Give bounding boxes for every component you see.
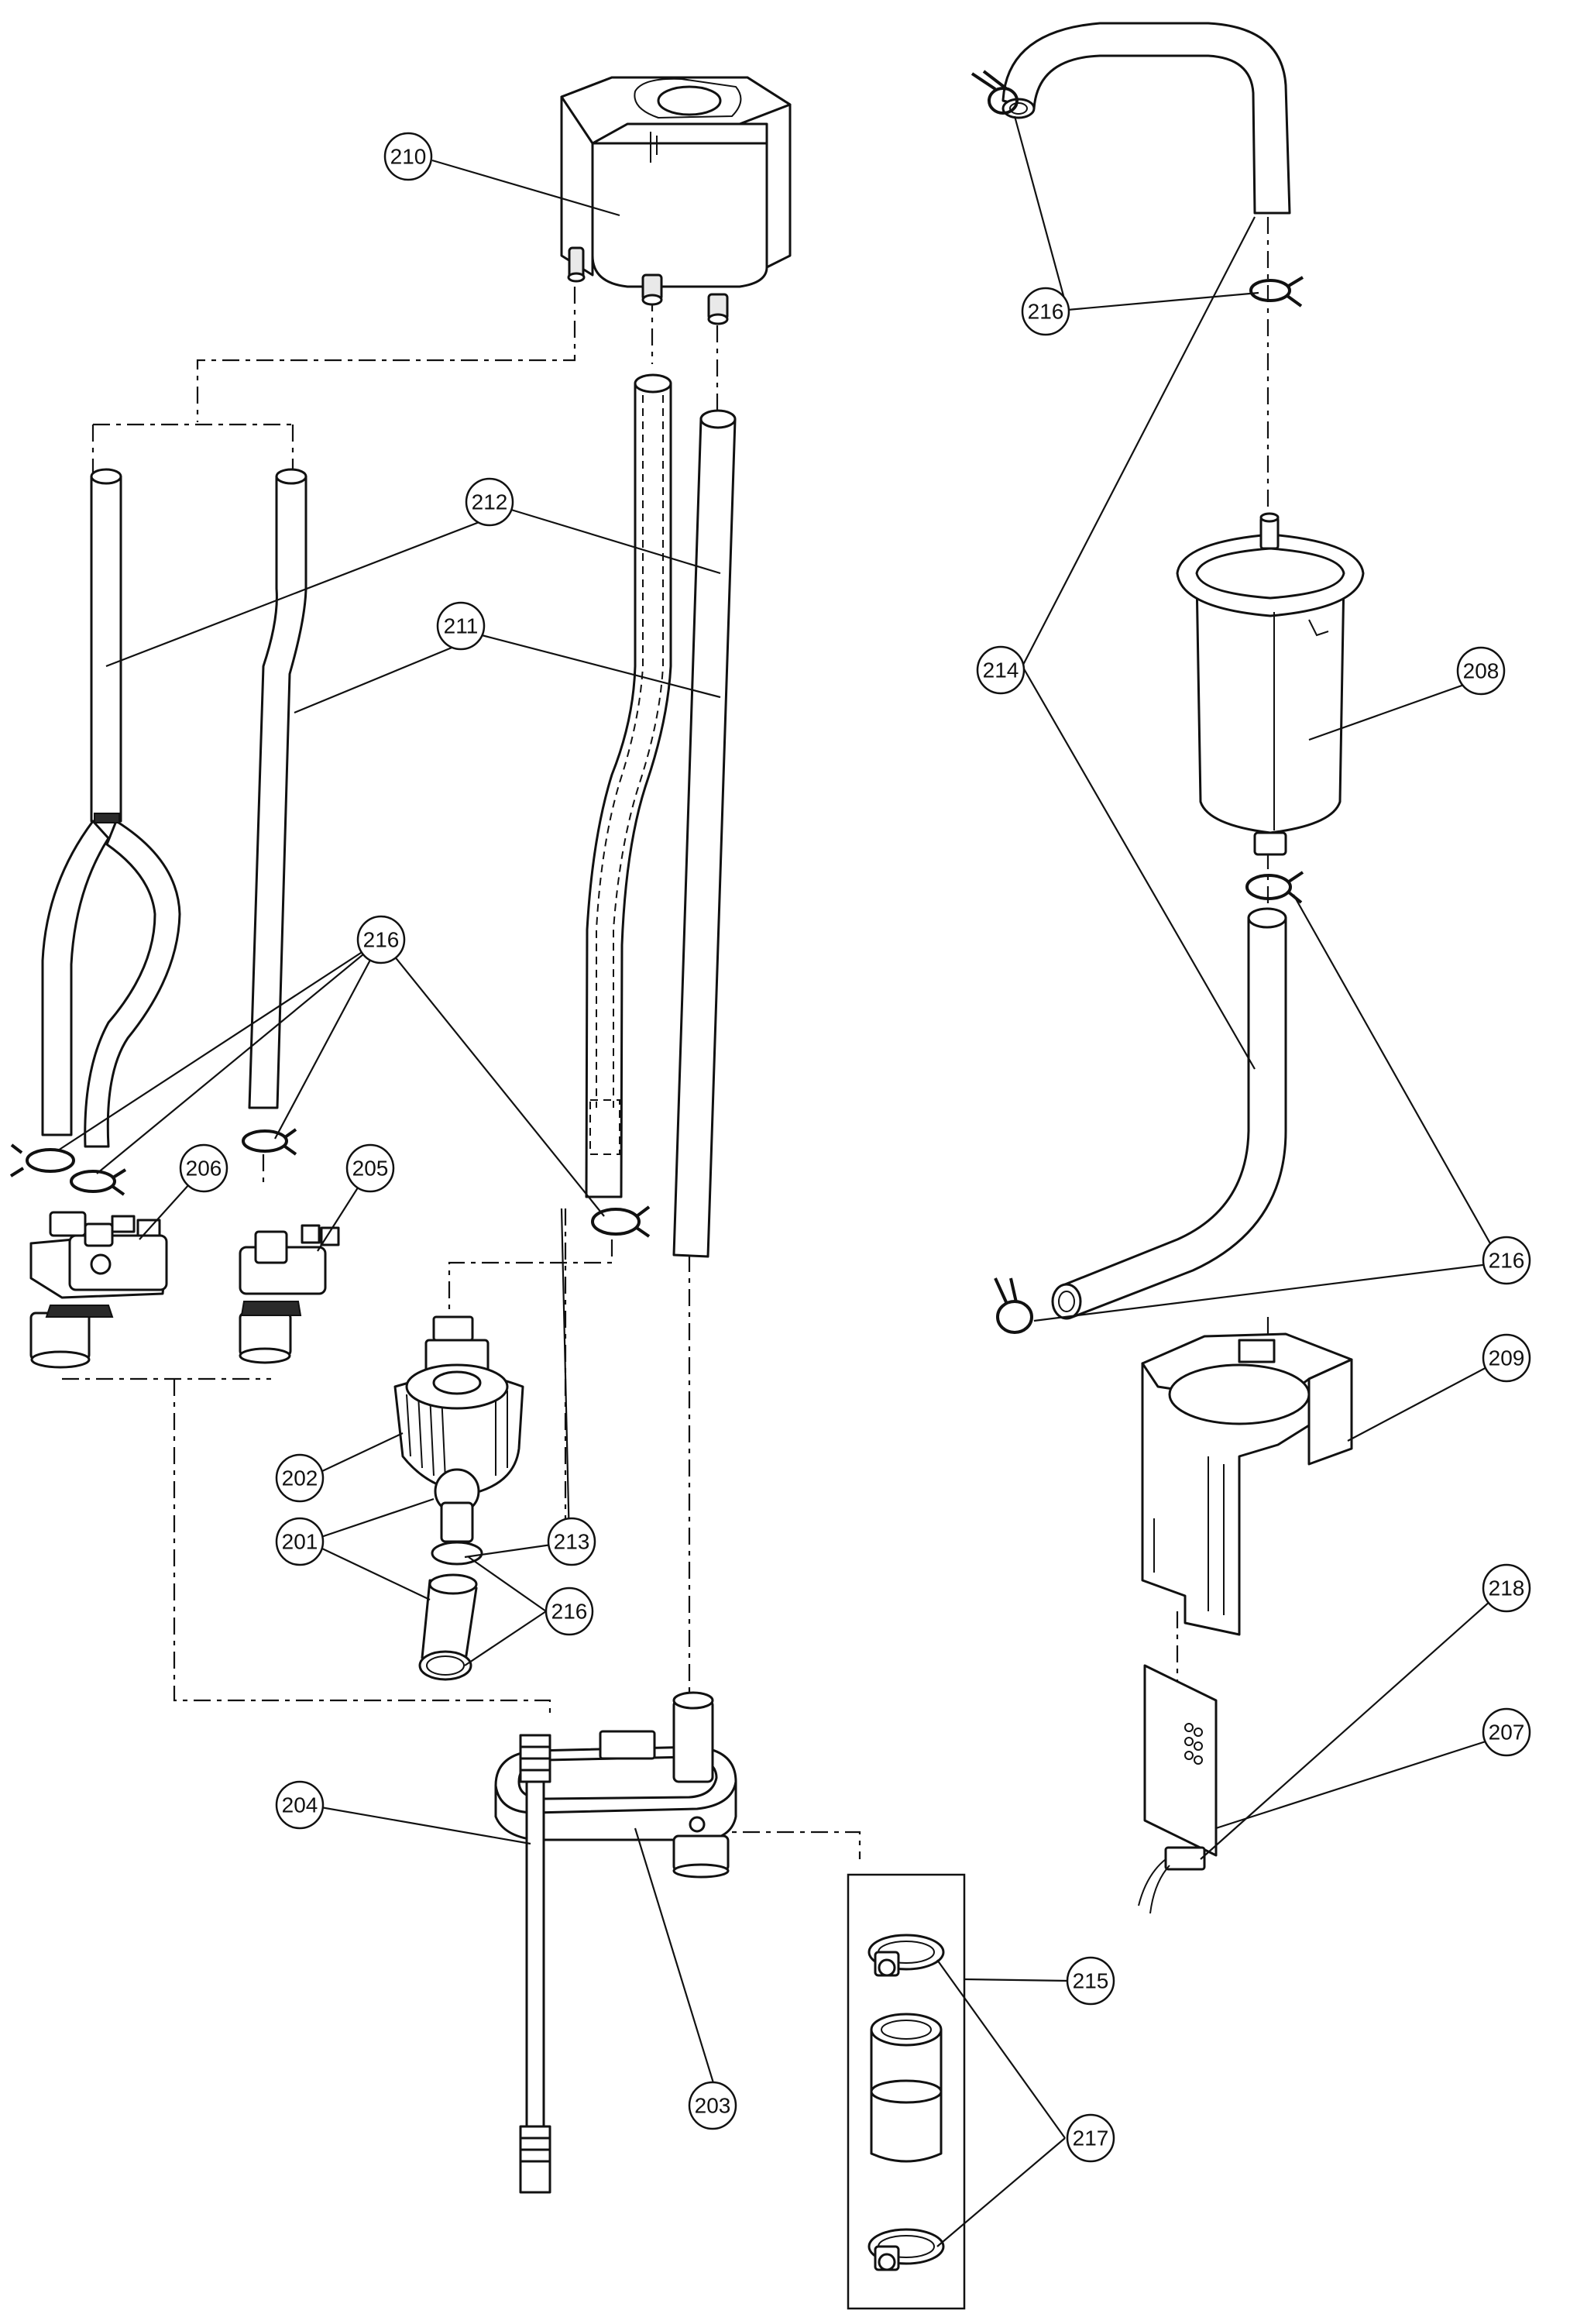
callout-201: 201: [275, 1517, 325, 1566]
callout-label: 203: [695, 2094, 731, 2118]
callout-207: 207: [1482, 1707, 1531, 1757]
callout-216-left: 216: [356, 915, 406, 964]
part-209-holder-bracket: [1141, 1332, 1353, 1636]
part-204-threaded-rod: [519, 1734, 551, 2194]
part-206-double-valve: [29, 1211, 168, 1369]
callout-label: 205: [352, 1157, 389, 1181]
callout-214: 214: [976, 645, 1025, 695]
callout-202: 202: [275, 1453, 325, 1503]
part-216-spring-clips: [9, 70, 1304, 1334]
leader-lines: [57, 115, 1506, 2247]
callout-213: 213: [547, 1517, 596, 1566]
part-202-pump: [393, 1315, 524, 1543]
part-long-hose: [672, 409, 737, 1258]
callout-label: 218: [1489, 1576, 1525, 1600]
callout-label: 216: [363, 928, 400, 952]
callout-label: 213: [554, 1530, 590, 1554]
callout-210: 210: [383, 132, 433, 181]
part-201-outlet-tube: [418, 1541, 483, 1681]
callout-208: 208: [1456, 646, 1506, 696]
callout-206: 206: [179, 1143, 228, 1193]
callout-label: 214: [983, 658, 1019, 682]
callout-label: 202: [282, 1466, 318, 1490]
callout-label: 206: [186, 1157, 222, 1181]
callout-205: 205: [345, 1143, 395, 1193]
callout-209: 209: [1482, 1333, 1531, 1383]
part-208-cylinder-tank: [1176, 512, 1365, 856]
callout-label: 216: [1028, 300, 1064, 324]
part-207-circuit-board: [1143, 1664, 1218, 1857]
callout-label: 216: [551, 1600, 588, 1624]
callout-216-right-mid: 216: [1482, 1236, 1531, 1285]
callout-217: 217: [1066, 2113, 1115, 2163]
callout-label: 212: [472, 490, 508, 514]
callout-label: 208: [1463, 659, 1500, 683]
part-203-base-tray: [494, 1691, 737, 1879]
part-211-left-hose: [248, 468, 307, 1109]
callout-label: 207: [1489, 1721, 1525, 1745]
part-218-connector-cable: [1138, 1846, 1206, 1914]
callout-218: 218: [1482, 1563, 1531, 1613]
callout-212: 212: [465, 477, 514, 527]
part-213-hose: [585, 373, 672, 1198]
part-214-bottom-hose: [1051, 907, 1287, 1320]
callout-label: 216: [1489, 1249, 1525, 1273]
callout-216-top-right: 216: [1021, 287, 1070, 336]
callout-label: 210: [390, 145, 427, 169]
part-215-clamp-kit: [847, 1873, 966, 2310]
callout-203: 203: [688, 2081, 737, 2130]
callout-215: 215: [1066, 1956, 1115, 2006]
part-212-split-hose: [41, 468, 181, 1148]
part-205-single-valve: [239, 1224, 340, 1364]
callout-label: 217: [1073, 2126, 1109, 2150]
callout-204: 204: [275, 1780, 325, 1830]
callout-label: 211: [444, 614, 479, 638]
part-214-top-hose: [1001, 22, 1291, 215]
callout-211: 211: [436, 601, 486, 651]
part-210-top-reservoir: [560, 76, 792, 325]
callout-216-pump: 216: [545, 1587, 594, 1636]
callout-label: 215: [1073, 1969, 1109, 1993]
callout-label: 201: [282, 1530, 318, 1554]
callout-label: 209: [1489, 1346, 1525, 1370]
callout-label: 204: [282, 1793, 318, 1817]
